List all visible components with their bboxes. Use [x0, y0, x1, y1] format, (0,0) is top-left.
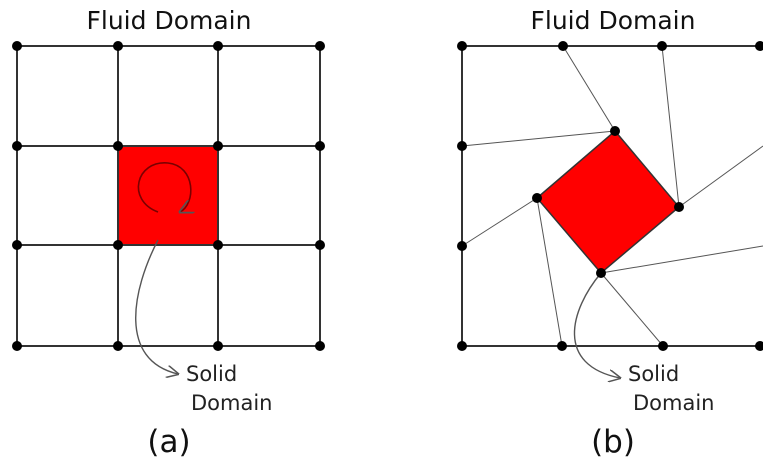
panel-b-nodes [457, 41, 763, 351]
panel-b-solid-leader-arrow [573, 272, 620, 378]
panel-a-solid-label-line2: Domain [191, 391, 273, 415]
panel-a: Fluid Domain Solid Domain (a) [12, 6, 325, 460]
panel-a-solid-domain [118, 146, 218, 245]
panel-a-grid [16, 45, 321, 347]
panel-a-solid-leader-arrow [135, 239, 178, 374]
panel-b-solid-label-line1: Solid [628, 362, 679, 386]
panel-b-title: Fluid Domain [531, 6, 696, 35]
panel-b-caption: (b) [591, 424, 635, 460]
panel-b-solid-label-line2: Domain [633, 391, 715, 415]
panel-a-caption: (a) [147, 424, 190, 460]
rotation-arrow-icon [137, 162, 190, 212]
panel-a-nodes [12, 41, 325, 351]
panel-b: Fluid Domain [457, 6, 763, 460]
panel-b-solid-domain [535, 129, 681, 275]
panel-b-boundary [461, 45, 763, 347]
panel-b-mesh-lines [461, 45, 763, 347]
panel-a-title: Fluid Domain [87, 6, 252, 35]
panel-a-solid-label-line1: Solid [186, 362, 237, 386]
